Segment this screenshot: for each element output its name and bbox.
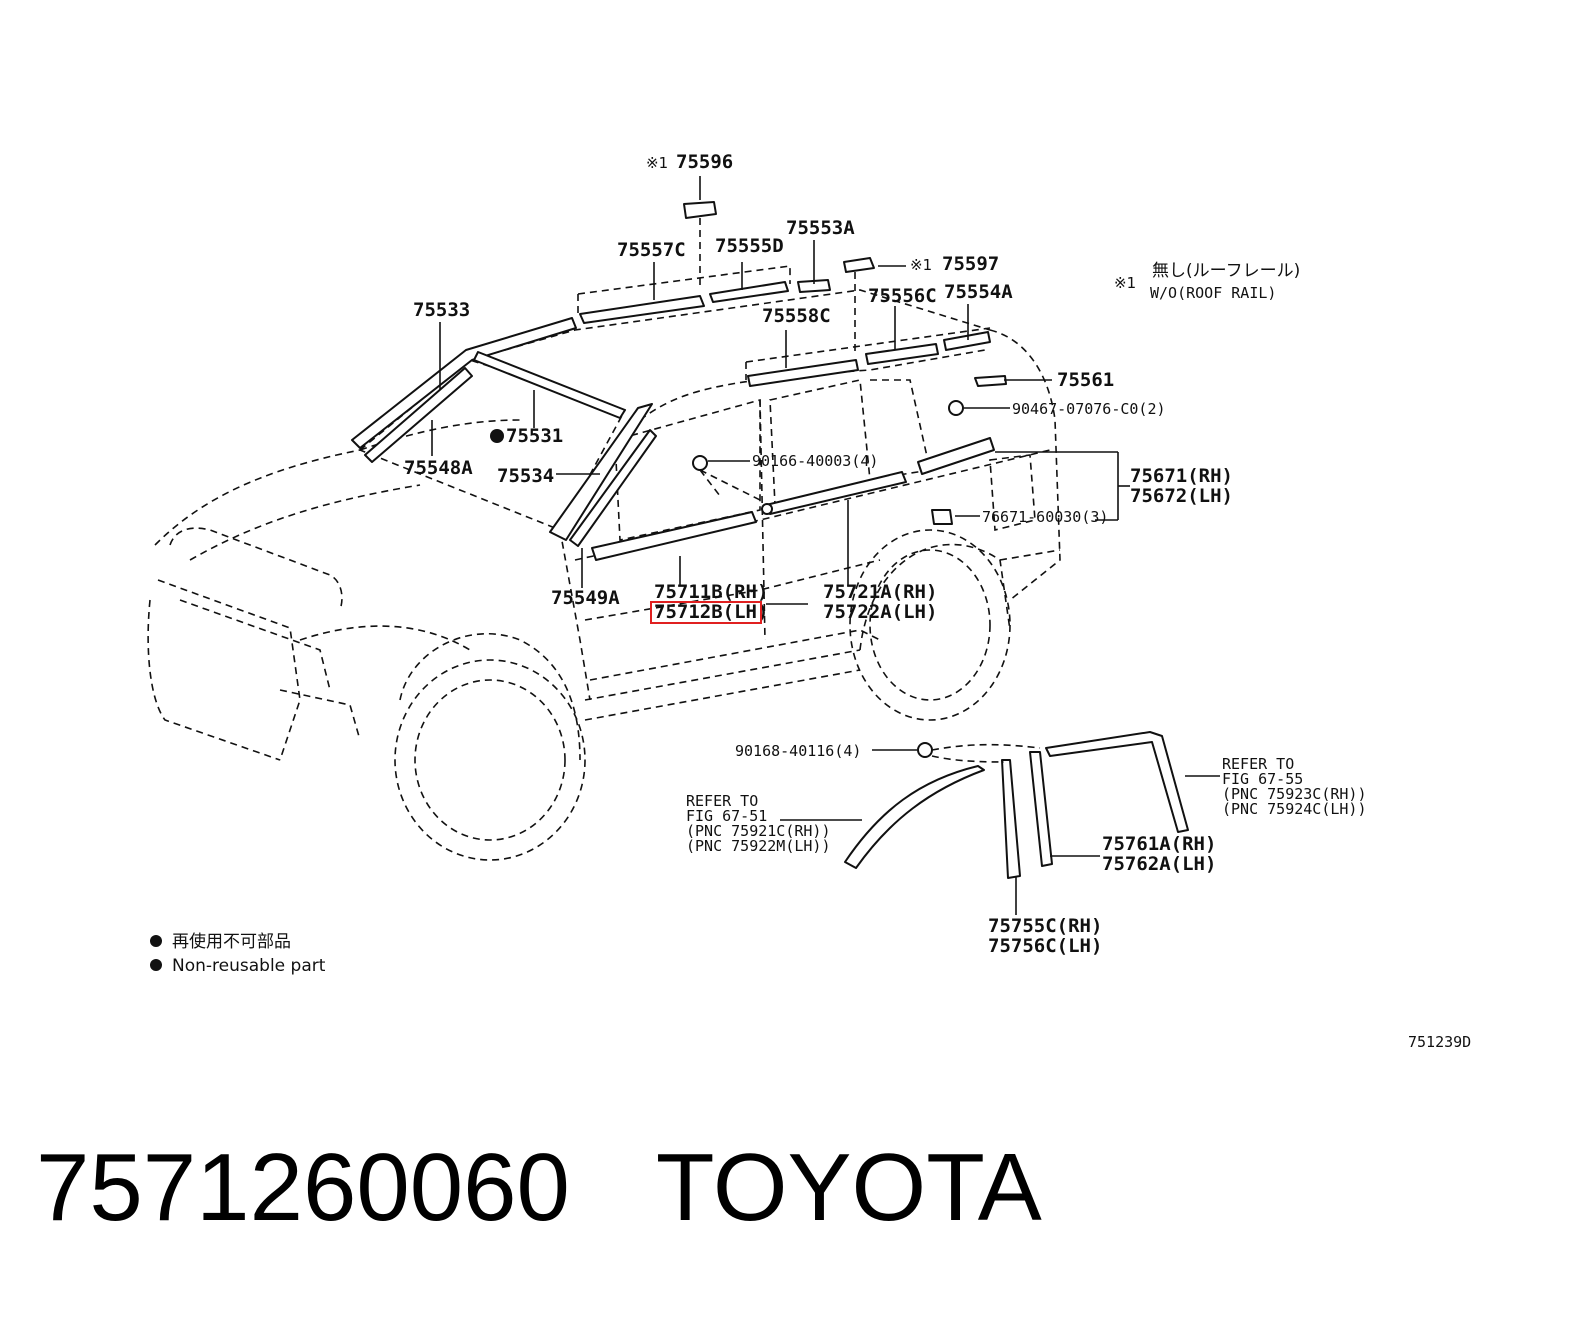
outer-molding-left	[844, 765, 985, 869]
label-75553A: 75553A	[786, 217, 855, 239]
svg-text:FIG 67-51: FIG 67-51	[686, 807, 767, 825]
svg-text:REFER TO: REFER TO	[1222, 755, 1294, 773]
roof-rail-note: ※1 無し(ルーフレール) W/O(ROOF RAIL)	[1114, 261, 1300, 302]
part-number: 7571260060	[36, 1134, 570, 1241]
label-75555D: 75555D	[715, 235, 784, 257]
refer-note-right: REFER TO FIG 67-55 (PNC 75923C(RH)) (PNC…	[1222, 755, 1367, 818]
outer-molding-right	[1045, 731, 1189, 833]
bracket-75561	[974, 375, 1007, 387]
mark-symbol: ※1	[1114, 274, 1136, 292]
label-90467: 90467-07076-C0(2)	[1012, 400, 1166, 418]
cap-75553A	[797, 279, 831, 293]
roof-molding-75558C	[747, 359, 859, 387]
roof-molding-75557C	[579, 295, 705, 324]
front-door-belt-molding	[591, 511, 757, 561]
label-75554A: 75554A	[944, 281, 1013, 303]
footer-caption: 7571260060 TOYOTA	[36, 1128, 1236, 1248]
non-reusable-dot	[490, 429, 504, 443]
svg-text:REFER TO: REFER TO	[686, 792, 758, 810]
clip-76671	[931, 509, 953, 525]
mark-symbol: ※1	[646, 154, 668, 172]
label-75762A: 75762A(LH)	[1102, 853, 1216, 875]
svg-text:(PNC 75921C(RH)): (PNC 75921C(RH))	[686, 822, 831, 840]
vehicle-outline	[147, 289, 1061, 861]
legend-dot	[150, 959, 162, 971]
label-75534: 75534	[497, 465, 554, 487]
label-75531: 75531	[506, 425, 563, 447]
label-75755C: 75755C(RH)	[988, 915, 1102, 937]
screw-90166	[692, 455, 708, 471]
label-75756C: 75756C(LH)	[988, 935, 1102, 957]
roof-molding-75555D	[709, 281, 789, 303]
windshield-right-molding	[549, 403, 653, 541]
roof-rail-note-en: W/O(ROOF RAIL)	[1150, 284, 1276, 302]
screw-90168	[917, 742, 933, 758]
part-labels: ※1 75596 75557C 75555D 75553A ※1 75597 7…	[404, 151, 1233, 957]
label-76671: 76671-60030(3)	[982, 508, 1108, 526]
brand-name: TOYOTA	[655, 1134, 1042, 1241]
svg-text:FIG 67-55: FIG 67-55	[1222, 770, 1303, 788]
legend-jp: 再使用不可部品	[172, 931, 291, 952]
leader-lines	[431, 176, 1220, 915]
label-75721A: 75721A(RH)	[823, 581, 937, 603]
label-75557C: 75557C	[617, 239, 686, 261]
label-75533: 75533	[413, 299, 470, 321]
clip-90467	[948, 400, 964, 416]
svg-text:(PNC 75922M(LH)): (PNC 75922M(LH))	[686, 837, 831, 855]
windshield-upper-molding	[473, 351, 626, 419]
figure-id: 751239D	[1408, 1033, 1471, 1051]
roof-rail-note-jp: 無し(ルーフレール)	[1152, 261, 1300, 281]
legend-dot	[150, 935, 162, 947]
pillar-garnish-75755C	[1001, 759, 1021, 879]
windshield-side-molding	[364, 367, 473, 463]
cap-75597	[843, 257, 875, 273]
label-75548A: 75548A	[404, 457, 473, 479]
cap-75596	[683, 201, 717, 219]
legend: 再使用不可部品 Non-reusable part	[150, 931, 326, 976]
refer-note-left: REFER TO FIG 67-51 (PNC 75921C(RH)) (PNC…	[686, 792, 831, 855]
label-75672: 75672(LH)	[1130, 485, 1233, 507]
label-90166: 90166-40003(4)	[752, 452, 878, 470]
svg-text:(PNC 75924C(LH)): (PNC 75924C(LH))	[1222, 800, 1367, 818]
label-75596: 75596	[676, 151, 733, 173]
label-75722A: 75722A(LH)	[823, 601, 937, 623]
quarter-molding-75671	[917, 437, 995, 475]
label-75558C: 75558C	[762, 305, 831, 327]
label-75549A: 75549A	[551, 587, 620, 609]
mark-symbol: ※1	[910, 256, 932, 274]
highlight-box	[650, 601, 762, 624]
label-75711B: 75711B(RH)	[654, 581, 768, 603]
roof-drip-molding-front	[351, 317, 577, 449]
label-75556C: 75556C	[868, 285, 937, 307]
pillar-garnish-75761A	[1029, 751, 1053, 867]
legend-en: Non-reusable part	[172, 956, 326, 976]
roof-molding-75554A	[943, 331, 991, 351]
label-75712B: 75712B(LH)	[654, 601, 768, 623]
svg-text:(PNC 75923C(RH)): (PNC 75923C(RH))	[1222, 785, 1367, 803]
rear-door-belt-molding	[765, 471, 907, 515]
label-90168: 90168-40116(4)	[735, 742, 861, 760]
pillar-molding-75549A	[569, 429, 657, 547]
label-75597: 75597	[942, 253, 999, 275]
label-75671: 75671(RH)	[1130, 465, 1233, 487]
molding-parts	[351, 201, 1189, 879]
label-75561: 75561	[1057, 369, 1114, 391]
label-75761A: 75761A(RH)	[1102, 833, 1216, 855]
roof-molding-75556C	[865, 343, 939, 365]
